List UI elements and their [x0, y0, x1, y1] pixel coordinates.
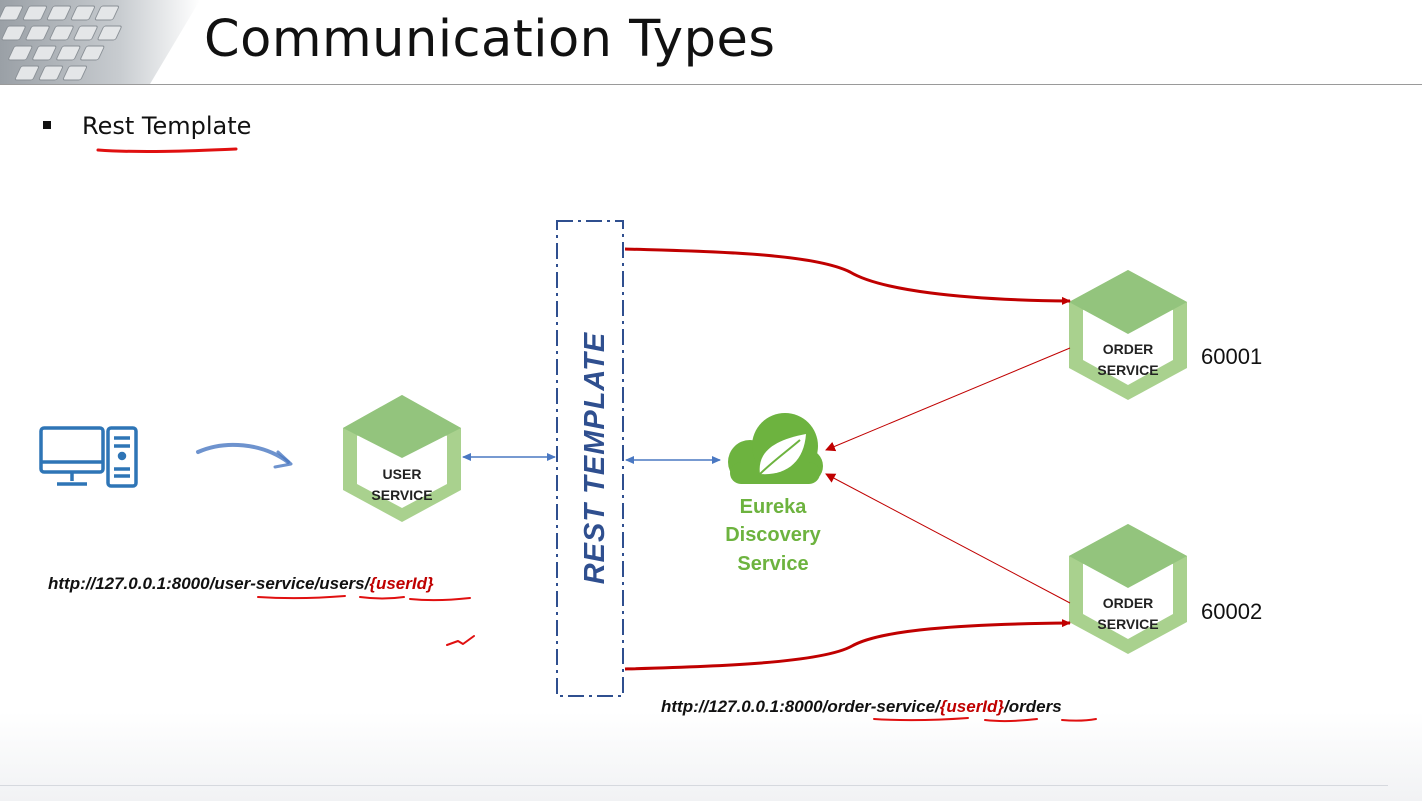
user-url-underline-users	[359, 596, 405, 600]
user-url-users: users	[319, 574, 364, 593]
order-url-sep2: /	[1003, 697, 1011, 716]
rest-template-label: REST TEMPLATE	[579, 331, 611, 584]
order-url-service: order-service	[827, 697, 935, 716]
order-url-prefix: http://127.0.0.1:8000/	[661, 697, 830, 716]
eureka-label-line1: Eureka	[740, 496, 808, 518]
request-arrow-annotation	[196, 442, 293, 469]
rest-to-order-1-arrow	[624, 247, 1071, 305]
order-service-1-port: 60001	[1201, 344, 1262, 369]
slide-header	[0, 0, 1422, 84]
order-url-param: {userId}	[940, 697, 1005, 716]
eureka-label-line3: Service	[737, 553, 808, 575]
rest-template-box	[556, 220, 624, 697]
bullet-square-icon	[43, 121, 51, 129]
order-service-2-node: ORDER SERVICE	[1069, 524, 1187, 654]
order-url-underline-orders	[1061, 718, 1097, 722]
check-mark-annotation	[446, 635, 475, 646]
order-url-underline-param	[984, 718, 1038, 723]
bullet-underline-annotation	[96, 147, 238, 154]
user-url-underline-service	[257, 595, 346, 600]
keyboard-photo-decoration	[0, 0, 200, 84]
order-url-underline-service	[873, 717, 969, 722]
slide-footer	[0, 712, 1422, 801]
slide-title: Communication Types	[204, 10, 776, 69]
footer-divider	[0, 785, 1388, 786]
order-url-orders: orders	[1009, 697, 1062, 716]
user-url-service: user-service	[214, 574, 314, 593]
order-service-2-label-line1: ORDER	[1103, 595, 1154, 611]
user-service-node: USER SERVICE	[343, 395, 461, 522]
order-1-register-arrow	[825, 347, 1071, 452]
user-url-sep2: /	[364, 574, 372, 593]
order-url-sep1: /	[934, 697, 942, 716]
order-2-register-arrow	[825, 473, 1071, 604]
rest-to-order-2-arrow	[624, 619, 1071, 671]
bullet-rest-template: Rest Template	[82, 112, 252, 140]
user-url-underline-param	[409, 597, 471, 602]
user-url-prefix: http://127.0.0.1:8000/	[48, 574, 217, 593]
user-service-label-line2: SERVICE	[371, 487, 432, 503]
order-service-1-label-line1: ORDER	[1103, 341, 1154, 357]
order-service-1-node: ORDER SERVICE	[1069, 270, 1187, 400]
computer-icon	[39, 426, 138, 488]
order-service-url: http://127.0.0.1:8000/order-service/{use…	[661, 697, 1062, 716]
eureka-cloud-icon	[724, 413, 824, 486]
eureka-label-line2: Discovery	[725, 524, 821, 546]
user-service-url: http://127.0.0.1:8000/user-service/users…	[48, 574, 434, 593]
order-service-1-label-line2: SERVICE	[1097, 362, 1158, 378]
order-service-2-label-line2: SERVICE	[1097, 616, 1158, 632]
order-service-2-port: 60002	[1201, 599, 1262, 624]
user-url-param: {userId}	[369, 574, 434, 593]
header-divider	[0, 84, 1422, 85]
user-url-sep1: /	[314, 574, 322, 593]
user-service-label-line1: USER	[383, 466, 422, 482]
